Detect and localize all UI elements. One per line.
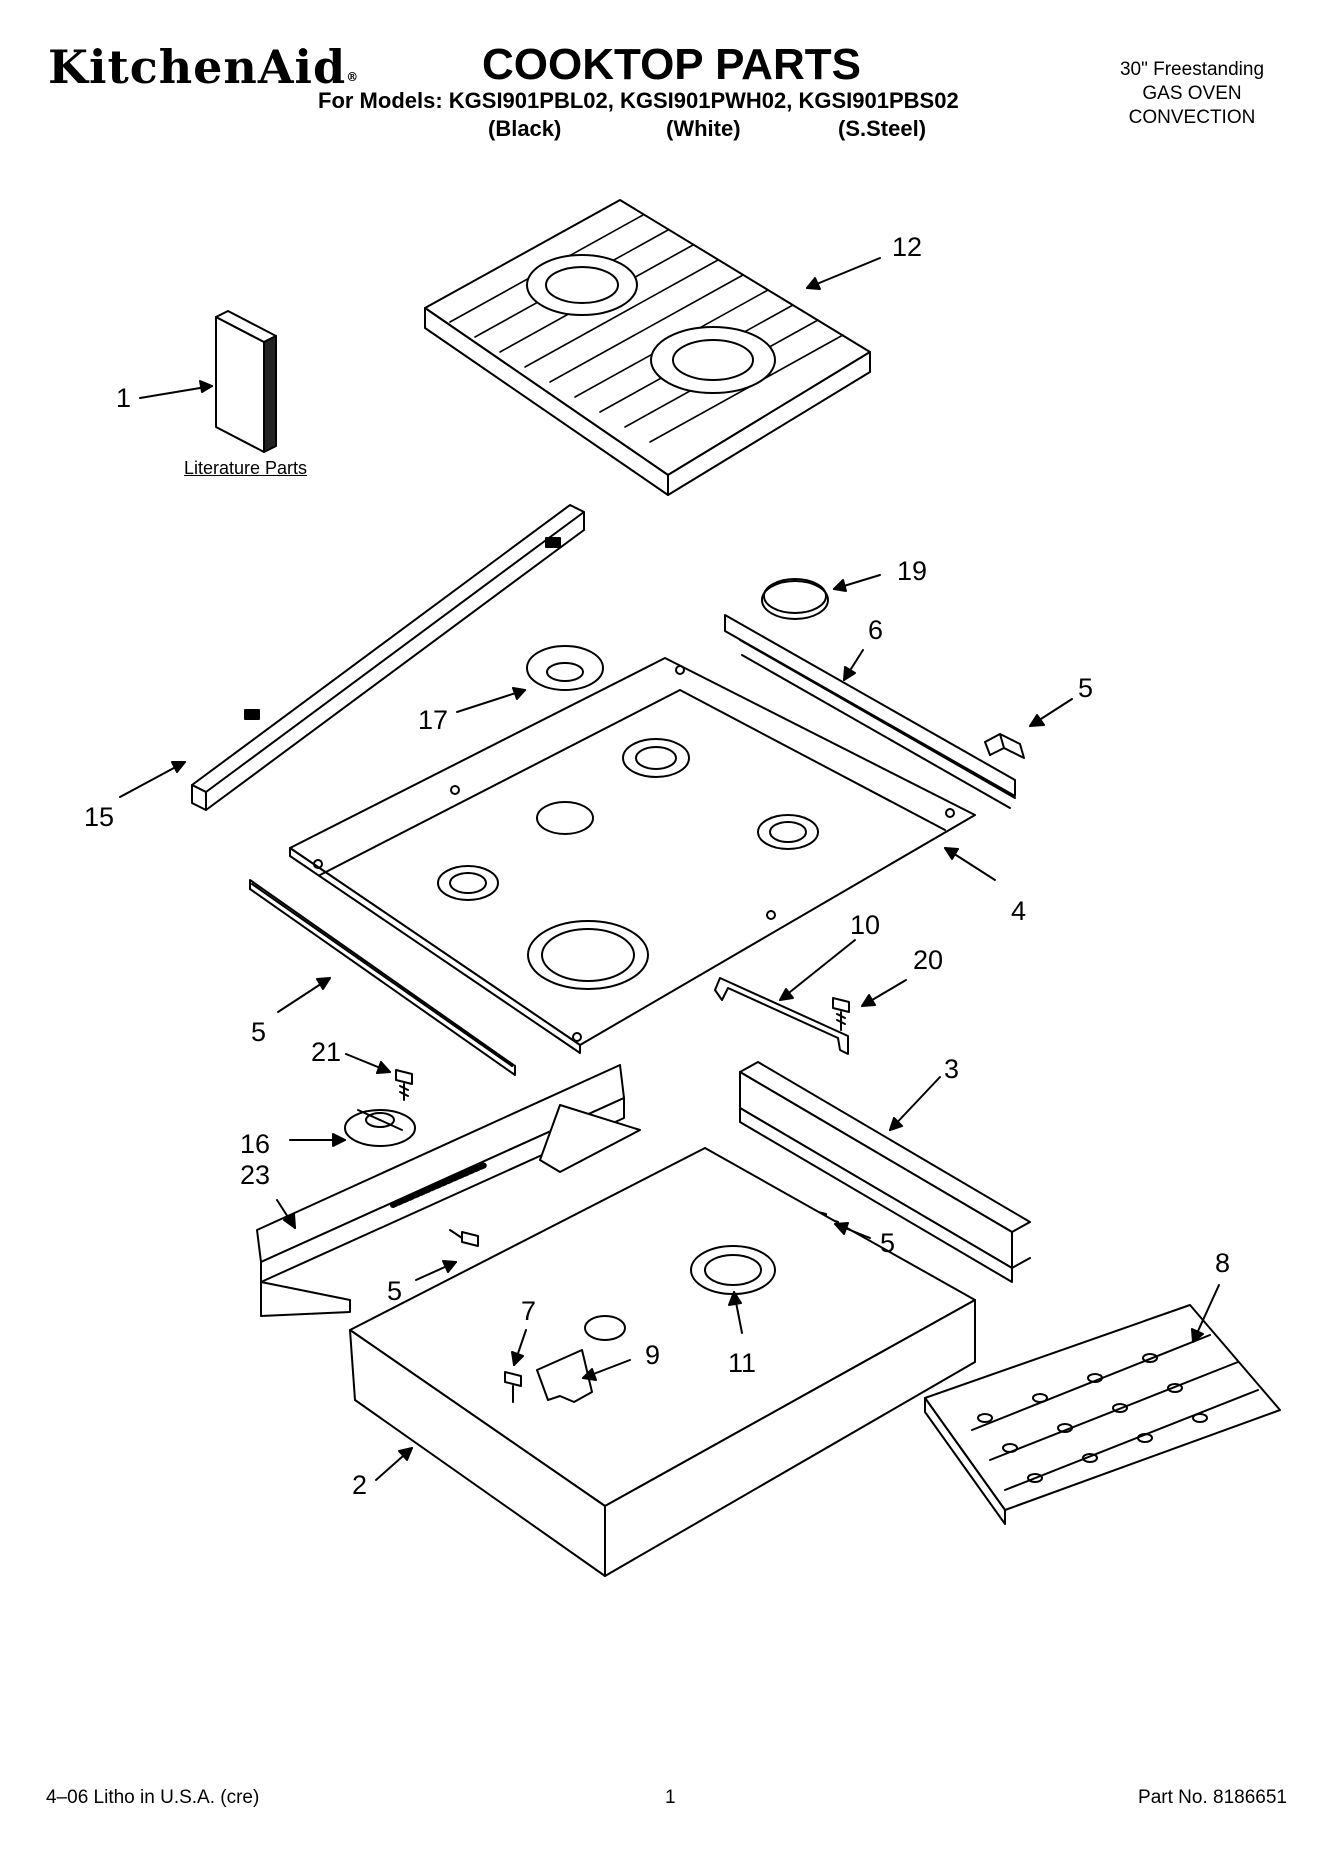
callout-2: 2	[352, 1470, 368, 1500]
model-list: For Models: KGSI901PBL02, KGSI901PWH02, …	[318, 88, 959, 113]
burner-cap	[761, 578, 829, 620]
screw	[395, 1069, 413, 1101]
burner-base	[526, 645, 604, 691]
callout-16: 16	[240, 1129, 271, 1159]
cooktop-panel	[289, 657, 976, 1054]
callout-4: 4	[1011, 896, 1027, 926]
registered-mark: ®	[346, 70, 360, 84]
callout-20: 20	[913, 945, 944, 975]
literature-parts-label: Literature Parts	[184, 458, 308, 478]
print-info: 4–06 Litho in U.S.A. (cre)	[46, 1787, 260, 1808]
description-line: 30" Freestanding	[1119, 59, 1265, 80]
product-description: 30" Freestanding GAS OVEN CONVECTION	[1097, 58, 1287, 130]
callout-8: 8	[1215, 1248, 1231, 1278]
literature-booklet	[215, 310, 277, 453]
callout-6: 6	[868, 615, 884, 645]
variant-steel: (S.Steel)	[838, 116, 927, 141]
callout-3: 3	[944, 1054, 960, 1084]
page-number: 1	[665, 1787, 676, 1808]
broiler-pan	[924, 1304, 1281, 1525]
callout-17: 17	[418, 705, 449, 735]
brand-name: KitchenAid	[48, 40, 347, 94]
callout-9: 9	[645, 1340, 661, 1370]
burner-box	[349, 1147, 976, 1577]
rear-trim	[191, 504, 585, 811]
callout-1: 1	[116, 383, 132, 413]
page-title: COOKTOP PARTS	[482, 40, 861, 89]
variant-black: (Black)	[488, 116, 562, 141]
screw	[984, 733, 1025, 759]
description-line: GAS OVEN	[1142, 83, 1242, 104]
callout-23: 23	[240, 1160, 271, 1190]
callout-15: 15	[84, 802, 115, 832]
burner-grate	[424, 199, 871, 496]
front-panel	[256, 1064, 641, 1317]
callout-10: 10	[850, 910, 881, 940]
callout-11: 11	[728, 1348, 757, 1378]
callout-5: 5	[1078, 673, 1094, 703]
leader-arrows	[119, 257, 1220, 1481]
callout-5: 5	[251, 1017, 267, 1047]
callout-5: 5	[387, 1276, 403, 1306]
side-trim	[724, 614, 1016, 809]
screw	[832, 997, 850, 1031]
description-line: CONVECTION	[1128, 107, 1256, 128]
side-rail	[739, 1061, 1031, 1283]
variant-white: (White)	[666, 116, 741, 141]
gas-valve	[344, 1109, 416, 1147]
screw	[449, 1229, 479, 1247]
callout-7: 7	[521, 1296, 537, 1326]
bracket	[714, 977, 849, 1055]
callout-5: 5	[880, 1228, 896, 1258]
brand-logo: KitchenAid®	[48, 40, 359, 94]
callout-19: 19	[897, 556, 928, 586]
part-number: Part No. 8186651	[1138, 1787, 1287, 1808]
front-trim	[249, 879, 516, 1076]
callout-12: 12	[892, 232, 923, 262]
callout-21: 21	[311, 1037, 342, 1067]
